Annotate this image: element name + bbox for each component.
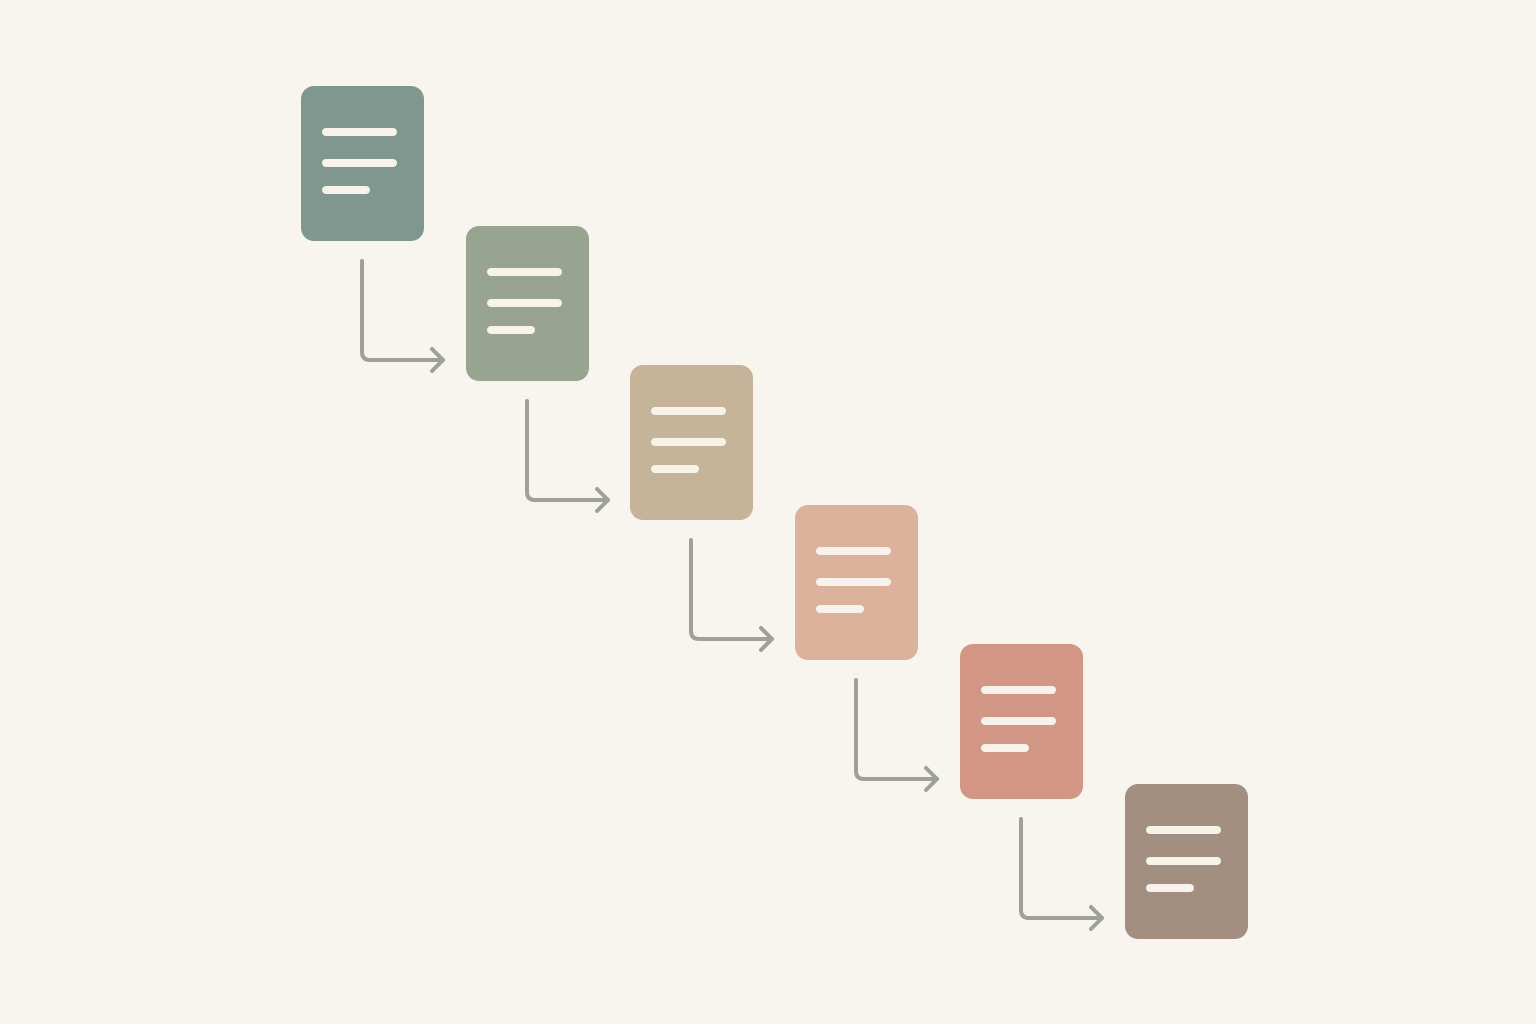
document-text-line — [981, 717, 1056, 725]
arrow-head — [924, 766, 939, 792]
document-text-line — [651, 407, 726, 415]
connector-line — [1019, 817, 1104, 920]
document-icon — [630, 365, 753, 520]
document-text-line — [816, 547, 891, 555]
arrow-head — [1089, 905, 1104, 931]
document-card-4 — [795, 505, 918, 660]
document-card-1 — [301, 86, 424, 241]
document-icon — [1125, 784, 1248, 939]
document-text-line — [1146, 857, 1221, 865]
document-text-line — [322, 159, 397, 167]
document-text-line — [1146, 826, 1221, 834]
connector-line — [525, 399, 610, 502]
document-text-line — [651, 438, 726, 446]
document-text-line — [487, 299, 562, 307]
document-card-5 — [960, 644, 1083, 799]
document-text-line — [816, 578, 891, 586]
arrow-head — [759, 626, 774, 652]
arrow-head — [430, 347, 445, 373]
document-text-line — [816, 605, 864, 613]
document-text-line — [981, 744, 1029, 752]
document-icon — [960, 644, 1083, 799]
arrow-head — [595, 487, 610, 513]
document-card-6 — [1125, 784, 1248, 939]
document-text-line — [651, 465, 699, 473]
connector-line — [360, 259, 445, 362]
document-text-line — [322, 186, 370, 194]
document-text-line — [981, 686, 1056, 694]
document-card-2 — [466, 226, 589, 381]
document-text-line — [322, 128, 397, 136]
document-icon — [301, 86, 424, 241]
document-text-line — [1146, 884, 1194, 892]
connector-line — [689, 538, 774, 641]
document-text-line — [487, 326, 535, 334]
document-icon — [466, 226, 589, 381]
connector-line — [854, 678, 939, 781]
document-text-line — [487, 268, 562, 276]
document-icon — [795, 505, 918, 660]
document-card-3 — [630, 365, 753, 520]
